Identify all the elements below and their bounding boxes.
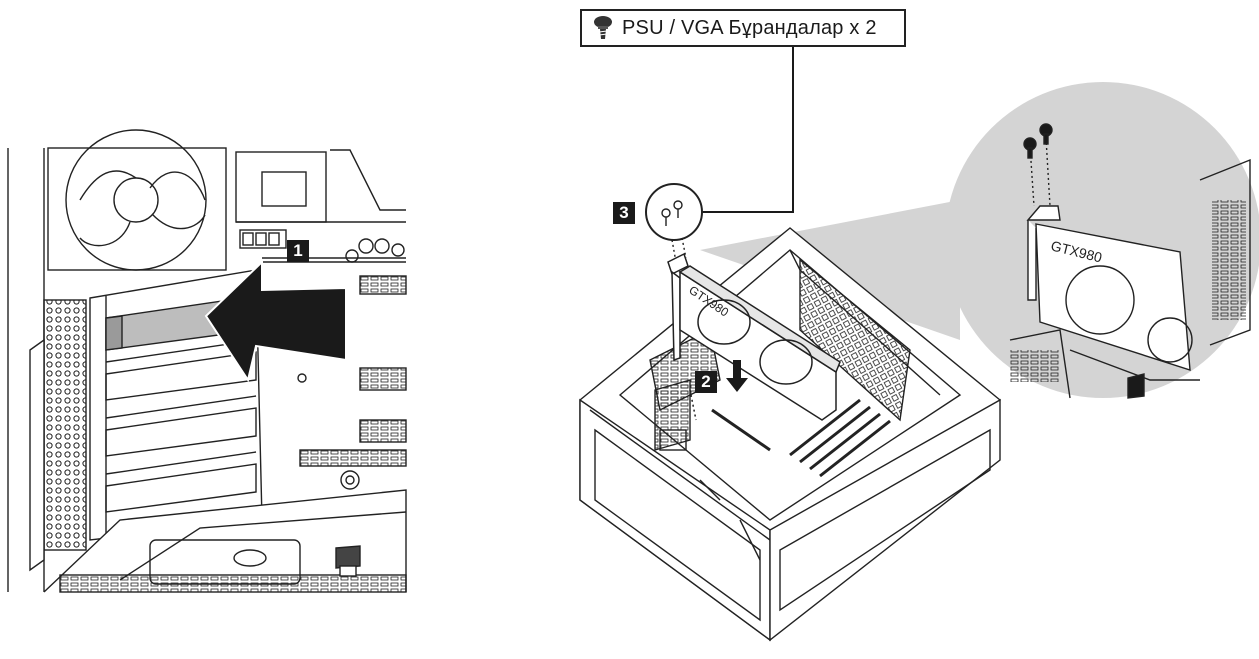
down-arrow xyxy=(726,360,748,392)
screw-icon xyxy=(594,16,612,39)
graphics-card: GTX980 xyxy=(667,252,841,421)
screw-label-text: PSU / VGA Бұрандалар x 2 xyxy=(622,16,877,39)
insert-arrow xyxy=(204,259,347,383)
left-case-interior xyxy=(7,129,407,593)
step-1-badge: 1 xyxy=(287,240,309,262)
step-2-badge: 2 xyxy=(695,371,717,393)
leader-line xyxy=(700,47,794,213)
screw-callout xyxy=(645,183,703,263)
zoom-detail: GTX980 xyxy=(1009,123,1251,399)
step-3-badge: 3 xyxy=(613,202,635,224)
screw-quantity-label: PSU / VGA Бұрандалар x 2 xyxy=(580,9,906,47)
